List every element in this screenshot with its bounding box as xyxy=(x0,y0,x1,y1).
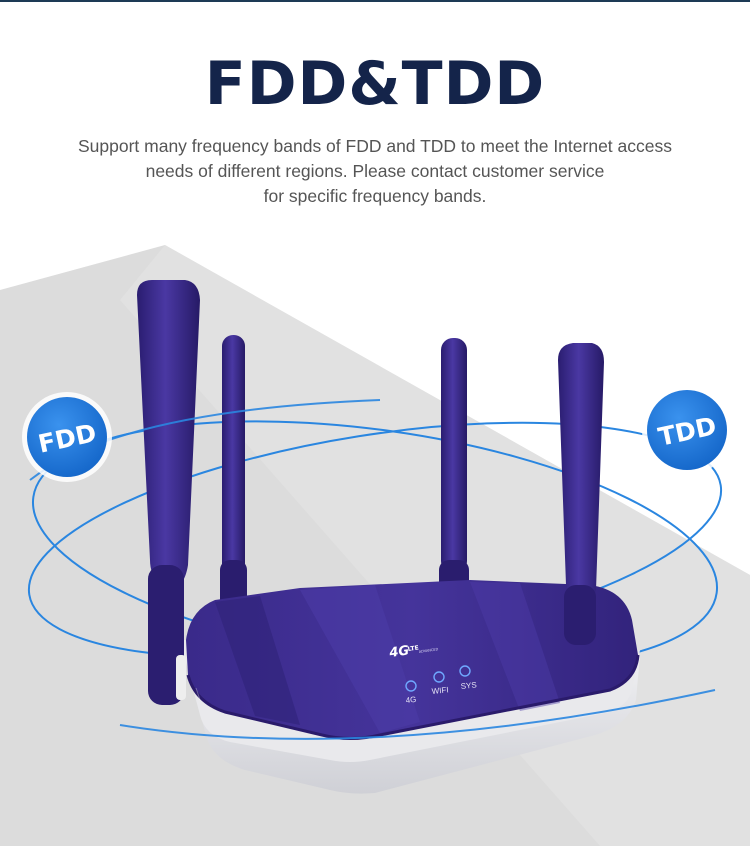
router-logo-main: 4G xyxy=(387,643,410,661)
description-line-1: Support many frequency bands of FDD and … xyxy=(77,136,672,156)
router-logo-sup: LTE xyxy=(407,645,419,653)
led-sys-icon xyxy=(459,665,471,677)
description-line-3: for specific frequency bands. xyxy=(263,186,487,206)
led-label-4g: 4G xyxy=(405,695,417,705)
router-logo-sub: ADVANCED xyxy=(419,647,439,654)
led-4g-icon xyxy=(405,680,417,692)
tdd-badge: TDD xyxy=(642,385,732,475)
router-leds: 4G WIFI SYS xyxy=(405,665,477,705)
orbit-front-arc-2 xyxy=(119,689,716,740)
router-top-panel xyxy=(186,580,638,739)
top-rule xyxy=(0,0,750,2)
description-line-2: needs of different regions. Please conta… xyxy=(145,161,605,181)
led-label-sys: SYS xyxy=(460,680,477,691)
description: Support many frequency bands of FDD and … xyxy=(0,134,750,209)
led-label-wifi: WIFI xyxy=(431,685,449,696)
antenna-front-left xyxy=(137,280,200,705)
antenna-back-right xyxy=(439,338,469,608)
router-logo: 4G LTE ADVANCED xyxy=(387,643,438,661)
led-wifi-icon xyxy=(433,671,445,683)
antenna-front-right xyxy=(558,343,604,645)
page-title: FDD&TDD xyxy=(204,49,546,119)
fdd-badge: FDD xyxy=(22,392,112,482)
antenna-back-left xyxy=(220,335,247,610)
